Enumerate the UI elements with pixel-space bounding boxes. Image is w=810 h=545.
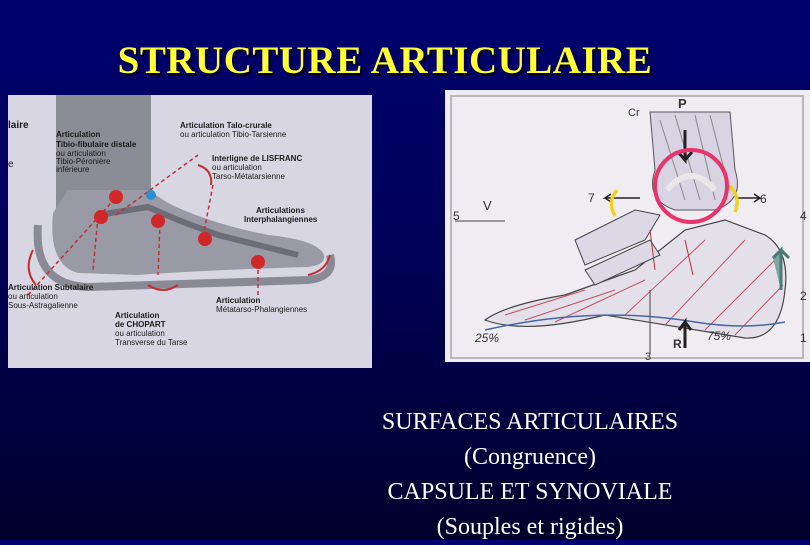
label-seven: 7 bbox=[588, 191, 595, 205]
forefoot-bones bbox=[574, 209, 661, 286]
right-arrow bbox=[737, 193, 763, 203]
svg-text:Transverse du Tarse: Transverse du Tarse bbox=[115, 338, 188, 347]
bone-detail bbox=[97, 203, 299, 258]
joint-marker bbox=[151, 214, 165, 228]
svg-text:Tarso-Métatarsienne: Tarso-Métatarsienne bbox=[212, 172, 285, 181]
joint-marker bbox=[198, 232, 212, 246]
joint-marker bbox=[94, 210, 108, 224]
label-cr: Cr bbox=[628, 107, 640, 119]
joint-marker-blue bbox=[146, 190, 156, 200]
bracket-left bbox=[609, 188, 619, 217]
label-six: 6 bbox=[760, 192, 767, 206]
slide-caption: SURFACES ARTICULAIRES (Congruence) CAPSU… bbox=[330, 405, 730, 545]
foot-bones-hatching bbox=[504, 239, 784, 336]
rotation-arrow bbox=[197, 164, 213, 186]
svg-text:de CHOPART: de CHOPART bbox=[115, 320, 166, 329]
label-r: R bbox=[673, 337, 682, 351]
label-edge-mid: e bbox=[8, 159, 14, 170]
foot-joints-illustration: laire e Articulation Tibio-fibulaire dis… bbox=[8, 95, 372, 368]
rotation-arrow bbox=[147, 284, 179, 291]
caption-line: (Congruence) bbox=[464, 444, 596, 470]
slide-title: STRUCTURE ARTICULAIRE bbox=[117, 39, 653, 82]
sketch-paper-border bbox=[450, 95, 804, 359]
label-edge-top: laire bbox=[8, 120, 29, 131]
svg-text:Sous-Astragalienne: Sous-Astragalienne bbox=[8, 301, 78, 310]
svg-text:ou articulation: ou articulation bbox=[56, 149, 106, 158]
caption-line: (Souples et rigides) bbox=[436, 514, 624, 540]
joint-line-talo bbox=[115, 154, 199, 216]
joint-marker bbox=[109, 190, 123, 204]
label-v: V bbox=[483, 198, 492, 213]
label-tibio-fibular: Articulation bbox=[56, 130, 101, 139]
label-five: 5 bbox=[453, 209, 460, 223]
rotation-arrow bbox=[27, 249, 37, 286]
svg-text:ou articulation Tibio-Tarsienn: ou articulation Tibio-Tarsienne bbox=[180, 130, 287, 139]
label-metatarsophalangeal: Articulation bbox=[216, 296, 261, 305]
svg-text:Métatarso-Phalangiennes: Métatarso-Phalangiennes bbox=[216, 305, 307, 314]
bracket-right bbox=[728, 184, 739, 213]
joint-line-lisfranc bbox=[202, 184, 214, 238]
congruence-arc bbox=[664, 173, 718, 193]
label-chopart: Articulation bbox=[115, 311, 160, 320]
svg-text:Tibio-fibulaire distale: Tibio-fibulaire distale bbox=[56, 140, 137, 149]
label-pct-left: 25% bbox=[474, 331, 499, 345]
foot-structure-sketch: Cr P 7 6 5 V 4 2 1 3 R 25% 75% bbox=[445, 90, 810, 362]
svg-text:Tibio-Péronière: Tibio-Péronière bbox=[56, 157, 111, 166]
calcaneus-arrow bbox=[771, 246, 791, 290]
label-three: 3 bbox=[645, 351, 651, 362]
joint-line-subtalar bbox=[92, 216, 99, 271]
svg-text:ou articulation: ou articulation bbox=[212, 163, 262, 172]
label-subtalar: Articulation Subtalaire bbox=[8, 283, 94, 292]
red-fracture-line bbox=[649, 229, 694, 276]
label-four: 4 bbox=[800, 209, 807, 223]
label-p: P bbox=[678, 96, 687, 111]
foot-outline bbox=[33, 224, 335, 292]
rotation-arrow bbox=[307, 254, 331, 276]
svg-text:inférieure: inférieure bbox=[56, 165, 90, 174]
reaction-arrow bbox=[677, 317, 693, 348]
plantar-lines bbox=[484, 314, 786, 331]
vertical-load-arrow bbox=[676, 130, 694, 164]
label-pct-right: 75% bbox=[707, 329, 731, 343]
label-one: 1 bbox=[800, 331, 807, 345]
svg-text:ou articulation: ou articulation bbox=[115, 329, 165, 338]
svg-text:Interphalangiennes: Interphalangiennes bbox=[244, 215, 318, 224]
joint-line-chopart bbox=[157, 222, 161, 276]
congruence-circle bbox=[653, 148, 729, 224]
label-interphalangeal: Articulations bbox=[256, 206, 305, 215]
svg-text:ou articulation: ou articulation bbox=[8, 292, 58, 301]
label-lisfranc: Interligne de LISFRANC bbox=[212, 154, 302, 163]
joint-marker bbox=[251, 255, 265, 269]
label-talo-crural: Articulation Talo-crurale bbox=[180, 121, 272, 130]
caption-line: CAPSULE ET SYNOVIALE bbox=[387, 479, 673, 505]
caption-line: SURFACES ARTICULAIRES bbox=[381, 409, 679, 435]
label-two: 2 bbox=[800, 289, 807, 303]
